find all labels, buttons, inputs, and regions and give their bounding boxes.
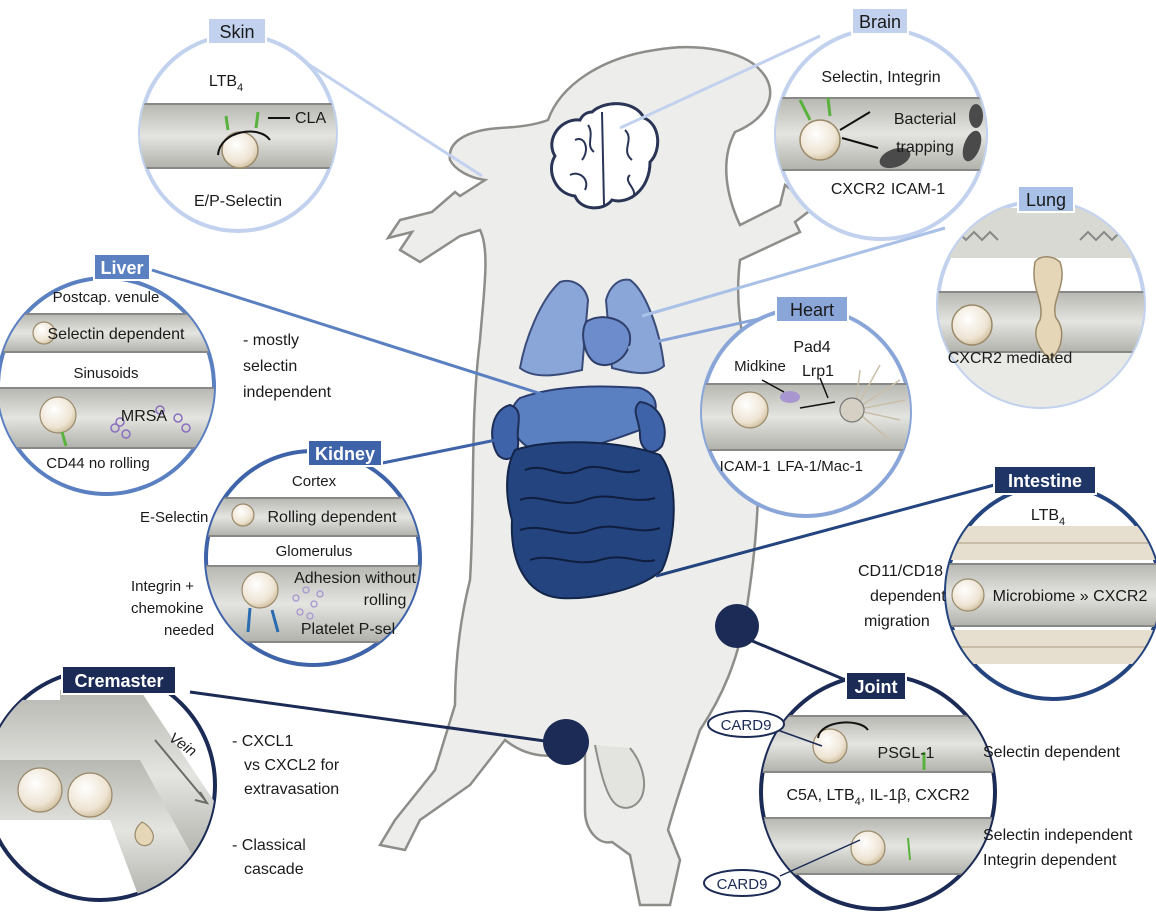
heart-midkine: Midkine [734,358,786,375]
lung-title: Lung [1026,190,1066,210]
intestine-note-3: migration [864,613,930,630]
intestine-microbiome: Microbiome » CXCR2 [993,588,1148,605]
liver-cd44: CD44 no rolling [46,455,149,472]
brain-panel [770,29,1000,239]
kidney-eselectin: E-Selectin [140,509,208,526]
heart-icam: ICAM-1 [720,458,771,475]
cremaster-note-3: extravasation [244,781,339,798]
skin-cla: CLA [295,110,326,127]
liver-sinusoids: Sinusoids [73,365,138,382]
kidney-note-3: needed [164,622,214,639]
brain-trapping: trapping [896,139,954,156]
joint-psgl: PSGL-1 [878,745,935,762]
heart-pad4: Pad4 [793,339,830,356]
brain-selectin-integrin: Selectin, Integrin [821,69,940,86]
joint-selectin-dependent: Selectin dependent [983,744,1121,761]
cremaster-note2-1: - Classical [232,837,306,854]
cremaster-note2-2: cascade [244,861,304,878]
liver-note-1: - mostly [243,332,299,349]
kidney-note-2: chemokine [131,600,204,617]
lung-panel [930,201,1156,407]
heart-lfa: LFA-1/Mac-1 [777,458,863,475]
joint-selectin-independent: Selectin independent [983,827,1133,844]
kidney-adhesion: Adhesion without [294,570,416,587]
liver-note-2: selectin [243,358,297,375]
card9-bottom: CARD9 [717,876,768,893]
joint-integrin-dependent: Integrin dependent [983,852,1117,869]
kidney-cortex: Cortex [292,473,337,490]
liver-title: Liver [100,258,143,278]
heart-lrp1: Lrp1 [802,363,834,380]
skin-selectin: E/P-Selectin [194,193,282,210]
brain-cxcr2: CXCR2 [831,181,885,198]
intestine-organ [507,442,674,598]
skin-title: Skin [219,22,254,42]
cremaster-panel [0,670,240,900]
intestine-title: Intestine [1008,471,1082,491]
lung-cxcr2: CXCR2 mediated [948,350,1073,367]
cremaster-note-2: vs CXCL2 for [244,757,340,774]
liver-postcap: Postcap. venule [53,289,160,306]
intestine-note-1: CD11/CD18 [858,563,943,580]
intestine-note-2: dependent [870,588,946,605]
kidney-title: Kidney [315,444,375,464]
liver-selectin-dependent: Selectin dependent [48,326,186,343]
cremaster-title: Cremaster [74,671,163,691]
brain-title: Brain [859,12,901,32]
kidney-glomerulus: Glomerulus [276,543,353,560]
liver-note-3: independent [243,384,332,401]
liver-mrsa: MRSA [121,408,168,425]
brain-icam: ICAM-1 [891,181,945,198]
kidney-rolling: Rolling dependent [268,509,398,526]
kidney-note-1: Integrin + [131,578,194,595]
cremaster-note-1: - CXCL1 [232,733,293,750]
brain-bacterial: Bacterial [894,111,956,128]
card9-top: CARD9 [721,717,772,734]
joint-title: Joint [855,677,898,697]
kidney-rolling2: rolling [364,592,407,609]
kidney-platelet: Platelet P-sel [301,621,395,638]
heart-title: Heart [790,300,834,320]
